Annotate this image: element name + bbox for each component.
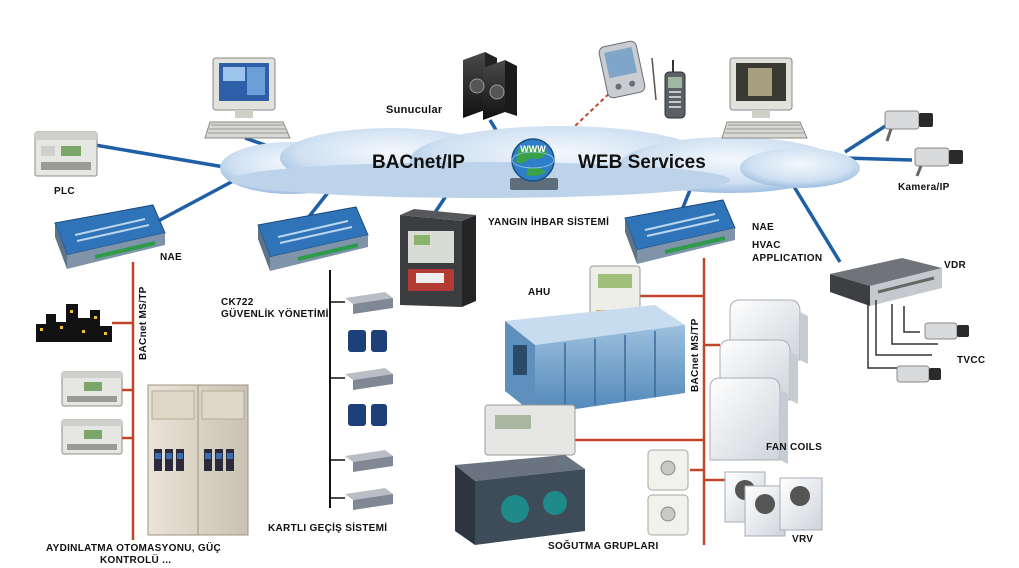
ck722-label: CK722 bbox=[221, 297, 254, 308]
vdr-label: VDR bbox=[944, 260, 967, 271]
dvr-icon bbox=[830, 258, 942, 306]
lighting-label-line2: KONTROLÜ ... bbox=[100, 555, 172, 566]
cooling-groups-label: SOĞUTMA GRUPLARI bbox=[548, 541, 659, 552]
card-reader-icon bbox=[348, 330, 387, 426]
controller-icon bbox=[257, 206, 369, 271]
cloud-label-bacnet: BACnet/IP bbox=[372, 152, 465, 173]
bacnet-mstp-left-label: BACnet MS/TP bbox=[138, 286, 149, 360]
ahu-label: AHU bbox=[528, 287, 551, 298]
plc-label: PLC bbox=[54, 186, 75, 197]
fan-coils-label: FAN COILS bbox=[766, 442, 823, 453]
pc-icon bbox=[204, 57, 291, 139]
globe-icon: WWW bbox=[510, 138, 558, 190]
tvcc-wires bbox=[867, 300, 938, 369]
card-access-label: KARTLI GEÇİŞ SİSTEMİ bbox=[268, 523, 388, 534]
fan-coil-icon bbox=[709, 377, 788, 464]
bacnet-cloud bbox=[220, 126, 860, 198]
bacnet-mstp-right-label: BACnet MS/TP bbox=[690, 318, 701, 392]
nae-right-label: NAE bbox=[752, 222, 775, 233]
city-icon bbox=[36, 304, 112, 342]
camera-ip-label: Kamera/IP bbox=[898, 182, 950, 193]
pda-icon bbox=[598, 40, 646, 99]
hvac-application-label: APPLICATION bbox=[752, 253, 823, 264]
security-label: GÜVENLİK YÖNETİMİ bbox=[221, 309, 329, 320]
controller-icon bbox=[624, 199, 736, 264]
servers-label: Sunucular bbox=[386, 104, 443, 116]
room-sensor-icon bbox=[647, 449, 689, 536]
hvac-label: HVAC bbox=[752, 240, 781, 251]
lighting-label-line1: AYDINLATMA OTOMASYONU, GÜÇ bbox=[46, 543, 222, 554]
lighting-panel-icon bbox=[147, 384, 249, 536]
fire-panel-icon bbox=[400, 209, 476, 307]
camera-icon bbox=[884, 110, 933, 142]
plc-icon bbox=[61, 371, 123, 407]
vrv-icon bbox=[724, 471, 823, 537]
cloud-label-web-services: WEB Services bbox=[578, 152, 706, 173]
plc-icon bbox=[61, 419, 123, 455]
server-icon bbox=[463, 52, 517, 120]
vrv-label: VRV bbox=[792, 534, 814, 545]
card-access-devices bbox=[345, 292, 393, 510]
controller-icon bbox=[54, 204, 166, 269]
fire-alarm-label: YANGIN İHBAR SİSTEMİ bbox=[488, 217, 610, 228]
camera-icon bbox=[924, 322, 969, 340]
globe-text: WWW bbox=[520, 144, 546, 154]
phone-icon bbox=[664, 60, 686, 119]
camera-icon bbox=[914, 147, 963, 177]
pc-icon bbox=[721, 57, 808, 139]
chiller-icon bbox=[455, 404, 585, 545]
tvcc-label: TVCC bbox=[957, 355, 986, 366]
ahu-icon bbox=[505, 305, 685, 415]
nae-left-label: NAE bbox=[160, 252, 183, 263]
camera-icon bbox=[896, 365, 941, 383]
plc-icon bbox=[34, 131, 98, 177]
